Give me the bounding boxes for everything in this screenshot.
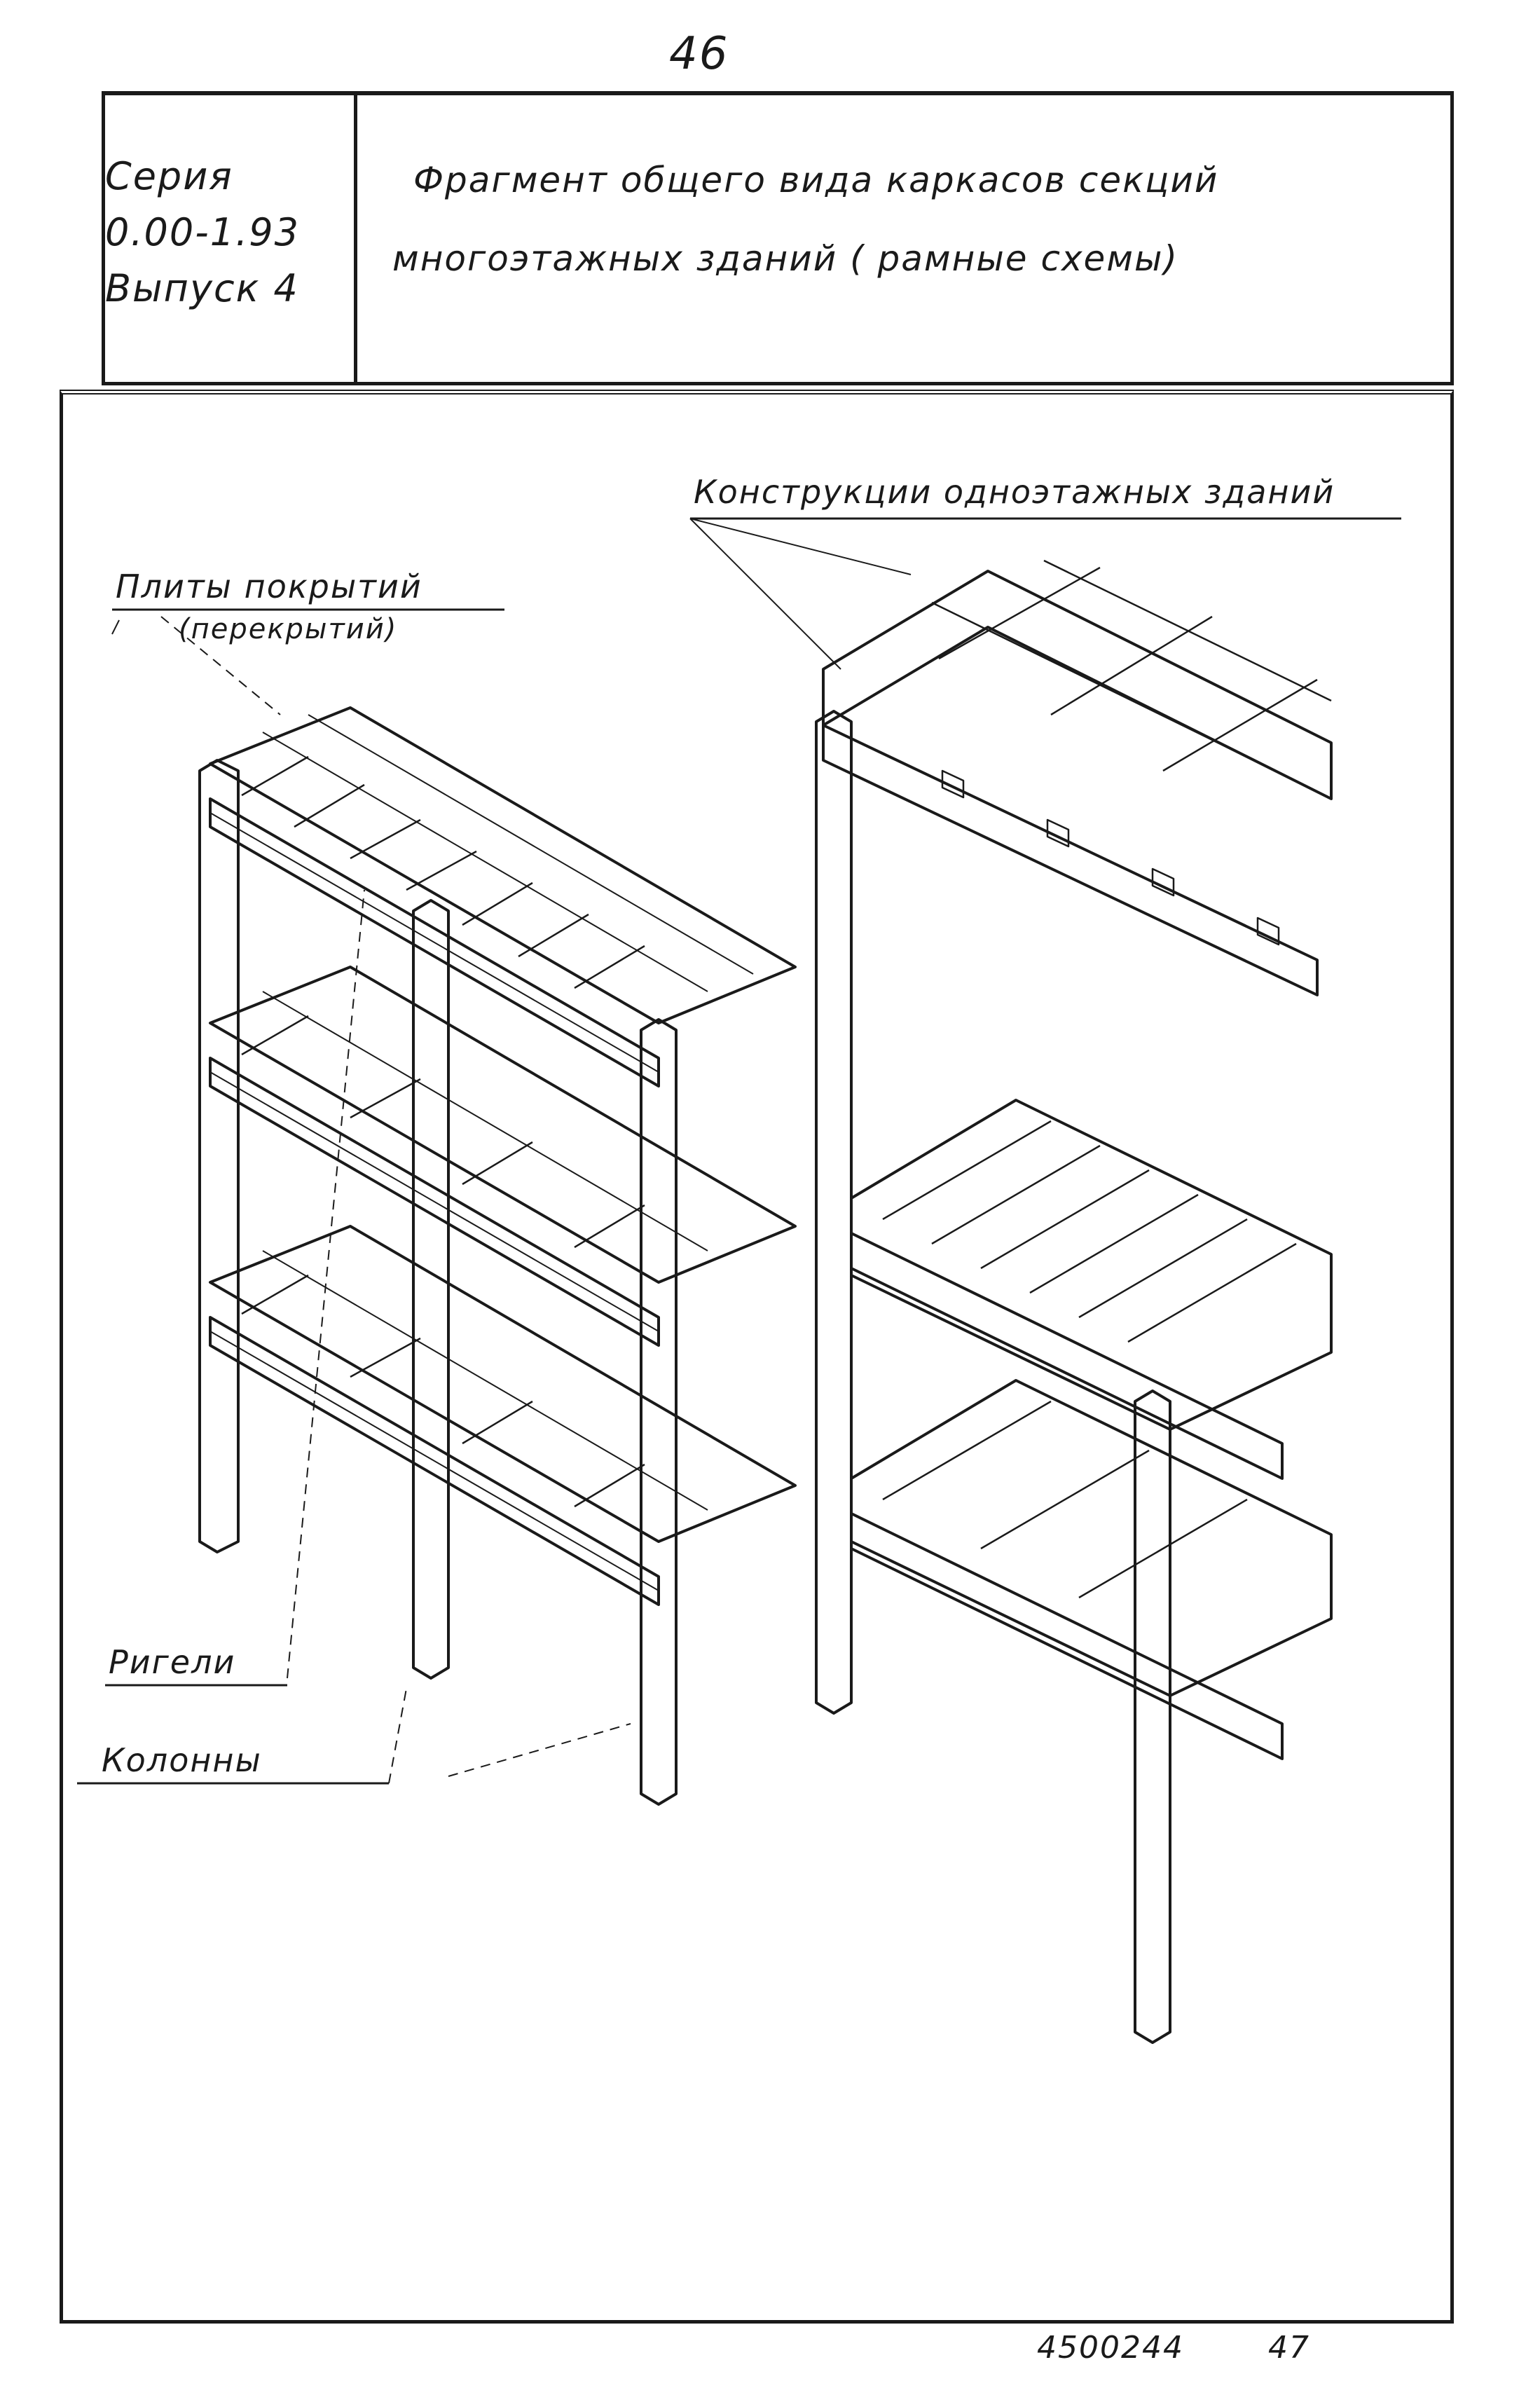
series-label: Серия (105, 154, 233, 198)
column-middle (412, 899, 450, 1680)
column-short (1134, 1389, 1171, 2044)
slab-level-2 (209, 966, 797, 1284)
footer-code: 4500244 (1037, 2330, 1184, 2366)
roof-slab (822, 570, 1333, 800)
left-frame (198, 706, 797, 1806)
slab-lower (850, 1379, 1333, 1697)
slab-level-3 (209, 1225, 797, 1543)
girder-lower (850, 1512, 1284, 1760)
roof-truss-girder (822, 724, 1319, 996)
issue-label: Выпуск 4 (105, 266, 299, 310)
column-left (198, 759, 240, 1553)
slab-middle (850, 1099, 1333, 1431)
column-right (640, 1018, 678, 1806)
leader-lines (111, 518, 912, 1784)
girder-level-1 (209, 797, 660, 1087)
drawing-frame (60, 390, 1454, 2324)
header-box (102, 91, 1454, 385)
title-line-2: многоэтажных зданий ( рамные схемы) (392, 238, 1179, 279)
title-line-1: Фрагмент общего вида каркасов секций (413, 160, 1219, 200)
footer-sheet: 47 (1268, 2330, 1310, 2366)
callout-columns: Колонны (102, 1741, 262, 1779)
column-tall (815, 710, 853, 1715)
right-frame (815, 559, 1333, 2044)
girder-level-3 (209, 1316, 660, 1606)
callout-single-storey: Конструкции одноэтажных зданий (694, 473, 1335, 511)
callout-slabs: Плиты покрытий (116, 568, 422, 605)
callout-girders: Ригели (109, 1643, 236, 1681)
slab-level-1 (209, 706, 797, 1024)
callout-slabs-subtitle: (перекрытий) (179, 613, 398, 645)
series-code: 0.00-1.93 (105, 210, 300, 254)
callout-underlines (77, 517, 1401, 1785)
page-number: 46 (669, 28, 729, 80)
girder-middle (850, 1232, 1284, 1480)
header-divider (354, 91, 357, 385)
girder-level-2 (209, 1057, 660, 1347)
